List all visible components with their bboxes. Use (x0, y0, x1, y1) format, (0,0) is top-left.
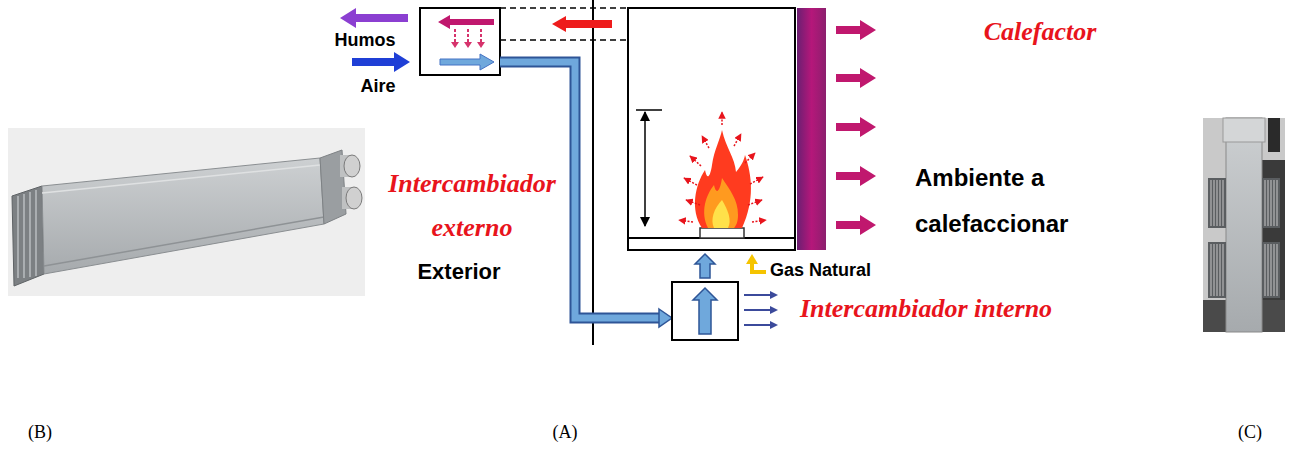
flow-label: Aire (360, 76, 395, 97)
fin-block (1262, 242, 1280, 298)
radiation-arrow (686, 200, 700, 205)
radiation-arrow (745, 153, 755, 163)
wall-line (592, 0, 594, 345)
radiation-arrow (750, 177, 763, 184)
panel-label: (C) (1238, 422, 1262, 443)
heat-transfer-arrow (467, 29, 469, 42)
component-label: Intercambiador interno (800, 294, 1052, 324)
internal-exchanger-box (672, 282, 738, 340)
heat-output-arrow (770, 291, 778, 299)
pipe-stub (346, 187, 362, 209)
radiation-arrow (702, 136, 709, 148)
fin-block (1208, 242, 1226, 298)
fin-block (1208, 178, 1226, 228)
air-arrow (352, 52, 410, 72)
radiation-arrow (690, 156, 701, 166)
fin-lines (1265, 244, 1277, 296)
fin-lines (18, 190, 36, 278)
housing-seam (44, 217, 324, 266)
radiant-panel (797, 8, 826, 250)
fin-block (1262, 178, 1280, 228)
photo-background (8, 128, 365, 296)
flame (712, 200, 729, 228)
region-label: Exterior (417, 259, 500, 284)
heat-output-arrow (770, 306, 778, 314)
fin-lines (1211, 180, 1223, 226)
flame-height-dimension (644, 112, 646, 226)
heat-output-arrow (836, 20, 876, 40)
heat-output-arrow (770, 321, 778, 329)
heat-output-arrow (744, 294, 770, 296)
panel-label: (A) (553, 422, 578, 443)
heat-output-arrow (836, 166, 876, 186)
radiation-arrow (684, 178, 697, 185)
external-exchanger-box (420, 8, 500, 75)
flue-duct-line (500, 7, 628, 9)
heat-output-arrow (744, 324, 770, 326)
exchanger-duct (1226, 118, 1262, 332)
air-arrow (659, 309, 672, 327)
heat-transfer-arrow (454, 29, 456, 42)
exchanger-housing (42, 158, 324, 274)
fin-lines (1211, 244, 1223, 296)
radiation-arrow (734, 134, 741, 146)
dimension-tick (636, 109, 662, 111)
radiation-arrow (721, 112, 723, 125)
radiation-arrow (752, 220, 766, 222)
region-label: Ambiente a calefaccionar (915, 155, 1135, 247)
radiation-arrow (679, 220, 693, 222)
heater-box (628, 8, 795, 250)
gas-arrow (746, 254, 758, 264)
flue-gas-arrow (552, 16, 612, 32)
pipe-stub (1268, 118, 1280, 152)
heat-transfer-arrow (480, 29, 482, 42)
flue-duct-line (500, 39, 628, 41)
flame (695, 130, 751, 228)
air-arrow (695, 254, 715, 278)
flow-label: Gas Natural (770, 260, 871, 281)
fin-lines (1265, 180, 1277, 226)
radiation-arrow (748, 200, 762, 205)
flue-gas-arrow (438, 15, 494, 29)
gas-arrow (752, 263, 766, 272)
flue-gas-arrow (340, 8, 408, 28)
pipe-stub (344, 155, 360, 177)
heat-transfer-arrow (451, 42, 459, 48)
component-label: Calefactor (984, 17, 1097, 47)
panel-label: (B) (28, 422, 52, 443)
heat-transfer-arrow (464, 42, 472, 48)
duct-cap (1223, 118, 1265, 142)
heat-output-arrow (744, 309, 770, 311)
heat-transfer-arrow (477, 42, 485, 48)
component-label: Intercambiador externo (377, 162, 567, 250)
photo-background (1203, 118, 1285, 332)
burner (700, 228, 744, 238)
fin-end-face (12, 186, 44, 286)
heat-output-arrow (836, 215, 876, 235)
air-arrow (693, 288, 717, 334)
air-arrow (440, 54, 494, 70)
heat-output-arrow (836, 117, 876, 137)
heat-output-arrow (836, 68, 876, 88)
housing-seam (42, 165, 320, 193)
flame (704, 178, 738, 228)
flow-label: Humos (334, 30, 395, 51)
